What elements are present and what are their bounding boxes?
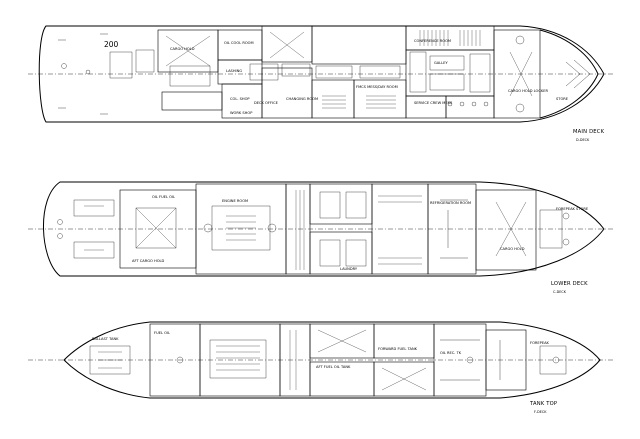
tank-top-forepeak-label: FOREPEAK (530, 341, 550, 345)
tank-top-fuel-oil-label: FUEL OIL (154, 331, 170, 335)
main-deck-galley-label: GALLEY (434, 61, 449, 65)
lower-deck-cargo-hold-label: CARGO HOLD (500, 247, 525, 251)
main-deck-cargo-hold-label: CARGO HOLD (170, 47, 195, 51)
main-deck-frame-200-label: 200 (104, 40, 119, 49)
lower-deck-refrigeration-room-label: REFRIGERATION ROOM (430, 201, 471, 205)
main-deck-title: MAIN DECK (573, 129, 605, 135)
lower-deck-hull-outline (43, 181, 605, 277)
tank-top-aft-fuel-oil-tank-label: AFT FUEL OIL TANK (316, 365, 351, 369)
main-deck-cargo-hold-locker-label: CARGO HOLD LOCKER (508, 89, 549, 93)
main-deck-conference-room-label: CONFERENCE ROOM (414, 39, 451, 43)
lower-deck-aft-cargo-hold-label: AFT CARGO HOLD (132, 259, 165, 263)
lower-deck-compartments (57, 183, 570, 275)
main-deck-store-label: STORE (556, 97, 569, 101)
lower-deck-title: LOWER DECK (551, 281, 588, 287)
tank-top-plan: BALLAST TANK FUEL OIL AFT FUEL OIL TANK … (28, 321, 614, 414)
main-deck-lashing-label: LASHING (226, 69, 242, 73)
lower-deck-engine-room-label: ENGINE ROOM (222, 199, 248, 203)
tank-top-compartments (89, 323, 567, 397)
main-deck-oil-cool-room-label: OIL COOL ROOM (224, 41, 254, 45)
tank-top-title: TANK TOP (529, 401, 557, 407)
lower-deck-subtitle: C-DECK (553, 290, 567, 294)
main-deck-compartments (58, 25, 591, 119)
tank-top-ballast-tank-label: BALLAST TANK (92, 337, 119, 341)
lower-deck-forepeak-store-label: FOREPEAK STORE (556, 207, 589, 211)
main-deck-bow-inner (539, 29, 599, 119)
main-deck-deck-office-label: DECK OFFICE (254, 101, 279, 105)
main-deck-hull-outline (38, 25, 605, 123)
lower-deck-oil-fuel-label: OIL FUEL OIL (152, 195, 175, 199)
lower-deck-plan: AFT CARGO HOLD ENGINE ROOM OIL FUEL OIL … (28, 181, 614, 294)
main-deck-service-crew-mess-label: SERVICE CREW MESS (414, 101, 453, 105)
main-deck-changing-room-label: CHANGING ROOM (286, 97, 318, 101)
main-deck-subtitle: D-DECK (576, 138, 590, 142)
main-deck-col-shop-label: COL. SHOP (230, 97, 250, 101)
main-deck-work-shop-label: WORK SHOP (230, 111, 253, 115)
tank-top-subtitle: F-DECK (534, 410, 547, 414)
lower-deck-laundry-label: LAUNDRY (340, 267, 358, 271)
main-deck-fmcs-mess-label: FMCS MESS/DAY ROOM (356, 85, 398, 89)
main-deck-plan: 200 CARGO HOLD OIL COOL ROOM LASHING COL… (28, 25, 614, 142)
tank-top-hull-outline (63, 321, 601, 399)
tank-top-oil-rec-tank-label: OIL REC. TK (440, 351, 462, 355)
tank-top-forward-fuel-tank-label: FORWARD FUEL TANK (378, 347, 418, 351)
